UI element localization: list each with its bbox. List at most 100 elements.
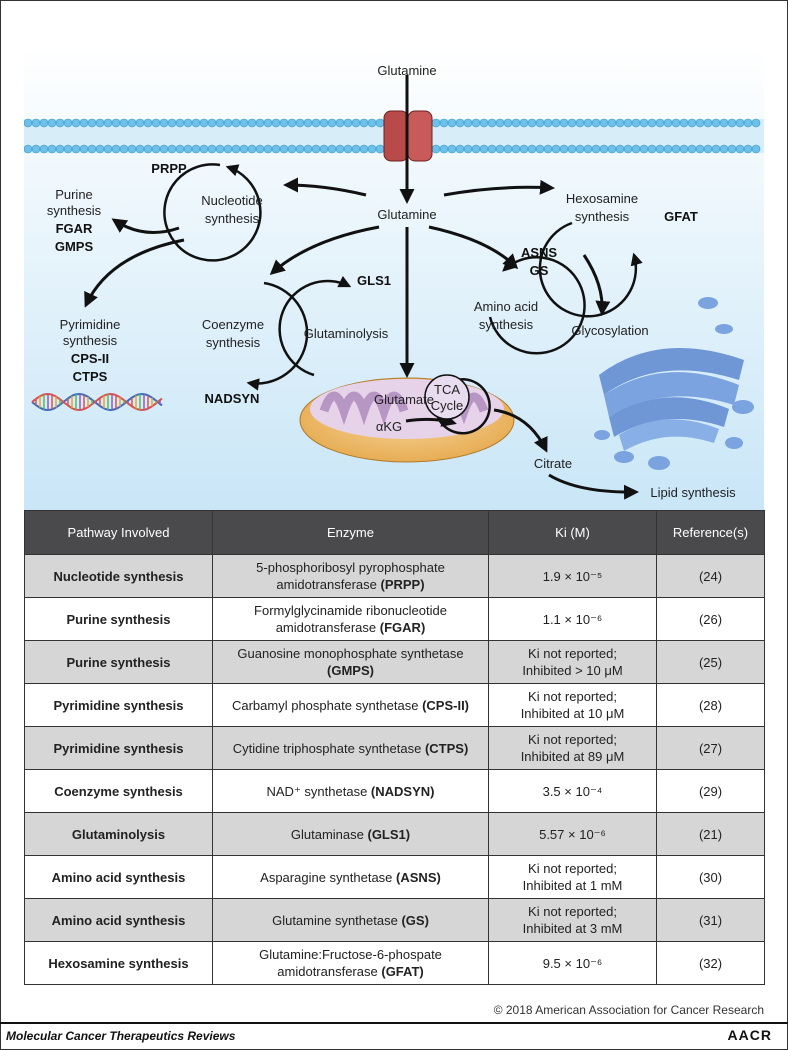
pathway-cell: Glutaminolysis xyxy=(24,812,213,856)
enzyme-name: Glutaminase xyxy=(290,826,364,842)
aacr-logo: AACR xyxy=(727,1027,772,1043)
glutaminolysis-cycle xyxy=(278,275,352,377)
arrow-to-citrate xyxy=(493,408,548,453)
ki-cell: Ki not reported;Inhibited at 10 μM xyxy=(488,683,657,727)
ki-note: Inhibited at 89 μM xyxy=(520,749,625,764)
glutamine-pathway-diagram: Glutamine Glutamine PRPP Nucleotide synt… xyxy=(24,45,764,510)
ki-cell: Ki not reported;Inhibited at 3 mM xyxy=(488,898,657,942)
ki-cell: 3.5 × 10⁻⁴ xyxy=(488,769,657,813)
ki-value: Ki not reported; xyxy=(528,861,617,876)
enzyme-abbr: (NADSYN) xyxy=(370,783,435,799)
enzyme-cell: Formylglycinamide ribonucleotide amidotr… xyxy=(212,597,489,641)
enzyme-name: Guanosine monophosphate synthetase xyxy=(237,646,464,661)
ki-value: 5.57 × 10⁻⁶ xyxy=(539,826,606,842)
reference-cell: (26) xyxy=(656,597,765,641)
table-header-row: Pathway Involved Enzyme Ki (M) Reference… xyxy=(24,510,765,555)
pathway-cell: Purine synthesis xyxy=(24,640,213,684)
journal-name: Molecular Cancer Therapeutics Reviews xyxy=(6,1029,236,1043)
amino-acid-synthesis-line1: Amino acid xyxy=(474,299,538,314)
coenzyme-synthesis-line2: synthesis xyxy=(206,335,261,350)
ki-note: Inhibited > 10 μM xyxy=(522,663,623,678)
enzyme-name: NAD⁺ synthetase xyxy=(266,783,368,799)
enzyme-cell: Asparagine synthetase (ASNS) xyxy=(212,855,489,899)
enzyme-name: Formylglycinamide ribonucleotide amidotr… xyxy=(254,603,447,635)
coenzyme-cycle xyxy=(246,281,309,391)
enzyme-cell: Carbamyl phosphate synthetase (CPS-II) xyxy=(212,683,489,727)
gs-label: GS xyxy=(530,263,549,278)
reference-cell: (30) xyxy=(656,855,765,899)
arrow-to-amino-acid xyxy=(428,225,519,270)
enzyme-cell: Glutamine synthetase (GS) xyxy=(212,898,489,942)
ki-note: Inhibited at 1 mM xyxy=(522,878,623,893)
gfat-label: GFAT xyxy=(664,209,698,224)
tca-label-line2: Cycle xyxy=(431,398,464,413)
enzyme-abbr: (FGAR) xyxy=(379,620,426,635)
enzyme-abbr: (GS) xyxy=(401,912,429,928)
prpp-label: PRPP xyxy=(151,161,187,176)
gls1-label: GLS1 xyxy=(357,273,391,288)
enzyme-cell: NAD⁺ synthetase (NADSYN) xyxy=(212,769,489,813)
pathway-cell: Amino acid synthesis xyxy=(24,855,213,899)
tca-label-line1: TCA xyxy=(434,382,460,397)
citrate-label: Citrate xyxy=(534,456,572,471)
enzyme-name: 5-phosphoribosyl pyrophosphate amidotran… xyxy=(256,560,445,592)
pathway-cell: Purine synthesis xyxy=(24,597,213,641)
pyrimidine-synthesis-line1: Pyrimidine xyxy=(60,317,121,332)
enzyme-abbr: (CPS-II) xyxy=(422,697,470,713)
lipid-synthesis-label: Lipid synthesis xyxy=(650,485,736,500)
enzyme-cell: 5-phosphoribosyl pyrophosphate amidotran… xyxy=(212,554,489,598)
nucleotide-synthesis-line1: Nucleotide xyxy=(201,193,262,208)
hexosamine-synthesis-line1: Hexosamine xyxy=(566,191,638,206)
ki-value: 1.1 × 10⁻⁶ xyxy=(542,611,603,627)
glutamate-label: Glutamate xyxy=(374,392,434,407)
golgi-apparatus xyxy=(594,297,754,470)
ki-cell: 1.1 × 10⁻⁶ xyxy=(488,597,657,641)
header-ki: Ki (M) xyxy=(488,510,657,555)
glutaminolysis-label: Glutaminolysis xyxy=(304,326,389,341)
pathway-cell: Pyrimidine synthesis xyxy=(24,683,213,727)
enzyme-abbr: (PRPP) xyxy=(380,577,425,592)
reference-cell: (21) xyxy=(656,812,765,856)
enzyme-table: Pathway Involved Enzyme Ki (M) Reference… xyxy=(24,510,765,985)
coenzyme-synthesis-line1: Coenzyme xyxy=(202,317,264,332)
arrow-to-coenzyme xyxy=(269,225,380,275)
pathway-cell: Nucleotide synthesis xyxy=(24,554,213,598)
reference-cell: (24) xyxy=(656,554,765,598)
fgar-label: FGAR xyxy=(56,221,93,236)
nucleotide-cycle xyxy=(163,163,262,262)
ki-cell: Ki not reported;Inhibited at 89 μM xyxy=(488,726,657,770)
arrow-to-pyrimidine xyxy=(84,238,185,308)
reference-cell: (28) xyxy=(656,683,765,727)
arrow-to-hexosamine xyxy=(443,179,555,197)
arrow-to-purine xyxy=(111,218,180,234)
ki-note: Inhibited at 3 mM xyxy=(522,921,623,936)
hexosamine-synthesis-line2: synthesis xyxy=(575,209,630,224)
purine-synthesis-line2: synthesis xyxy=(47,203,102,218)
enzyme-cell: Guanosine monophosphate synthetase (GMPS… xyxy=(212,640,489,684)
enzyme-name: Asparagine synthetase xyxy=(260,869,393,885)
table-row: Nucleotide synthesis 5-phosphoribosyl pyr… xyxy=(24,554,765,598)
pathway-cell: Pyrimidine synthesis xyxy=(24,726,213,770)
reference-cell: (29) xyxy=(656,769,765,813)
glutamine-top-label: Glutamine xyxy=(377,63,436,78)
enzyme-name: Glutamine synthetase xyxy=(272,912,398,928)
akg-label: αKG xyxy=(376,419,402,434)
ctps-label: CTPS xyxy=(73,369,108,384)
footer-divider xyxy=(0,1022,788,1024)
arrow-to-glycosylation xyxy=(582,254,611,316)
ki-cell: 5.57 × 10⁻⁶ xyxy=(488,812,657,856)
header-enzyme: Enzyme xyxy=(212,510,489,555)
ki-cell: Ki not reported; Inhibited at 1 mM xyxy=(488,855,657,899)
amino-acid-cycle xyxy=(488,256,586,355)
pyrimidine-synthesis-line2: synthesis xyxy=(63,333,118,348)
ki-value: 9.5 × 10⁻⁶ xyxy=(542,955,603,971)
enzyme-name: Glutamine:Fructose-6-phospate amidotrans… xyxy=(259,947,442,979)
arrow-akg-to-tca xyxy=(405,412,457,427)
